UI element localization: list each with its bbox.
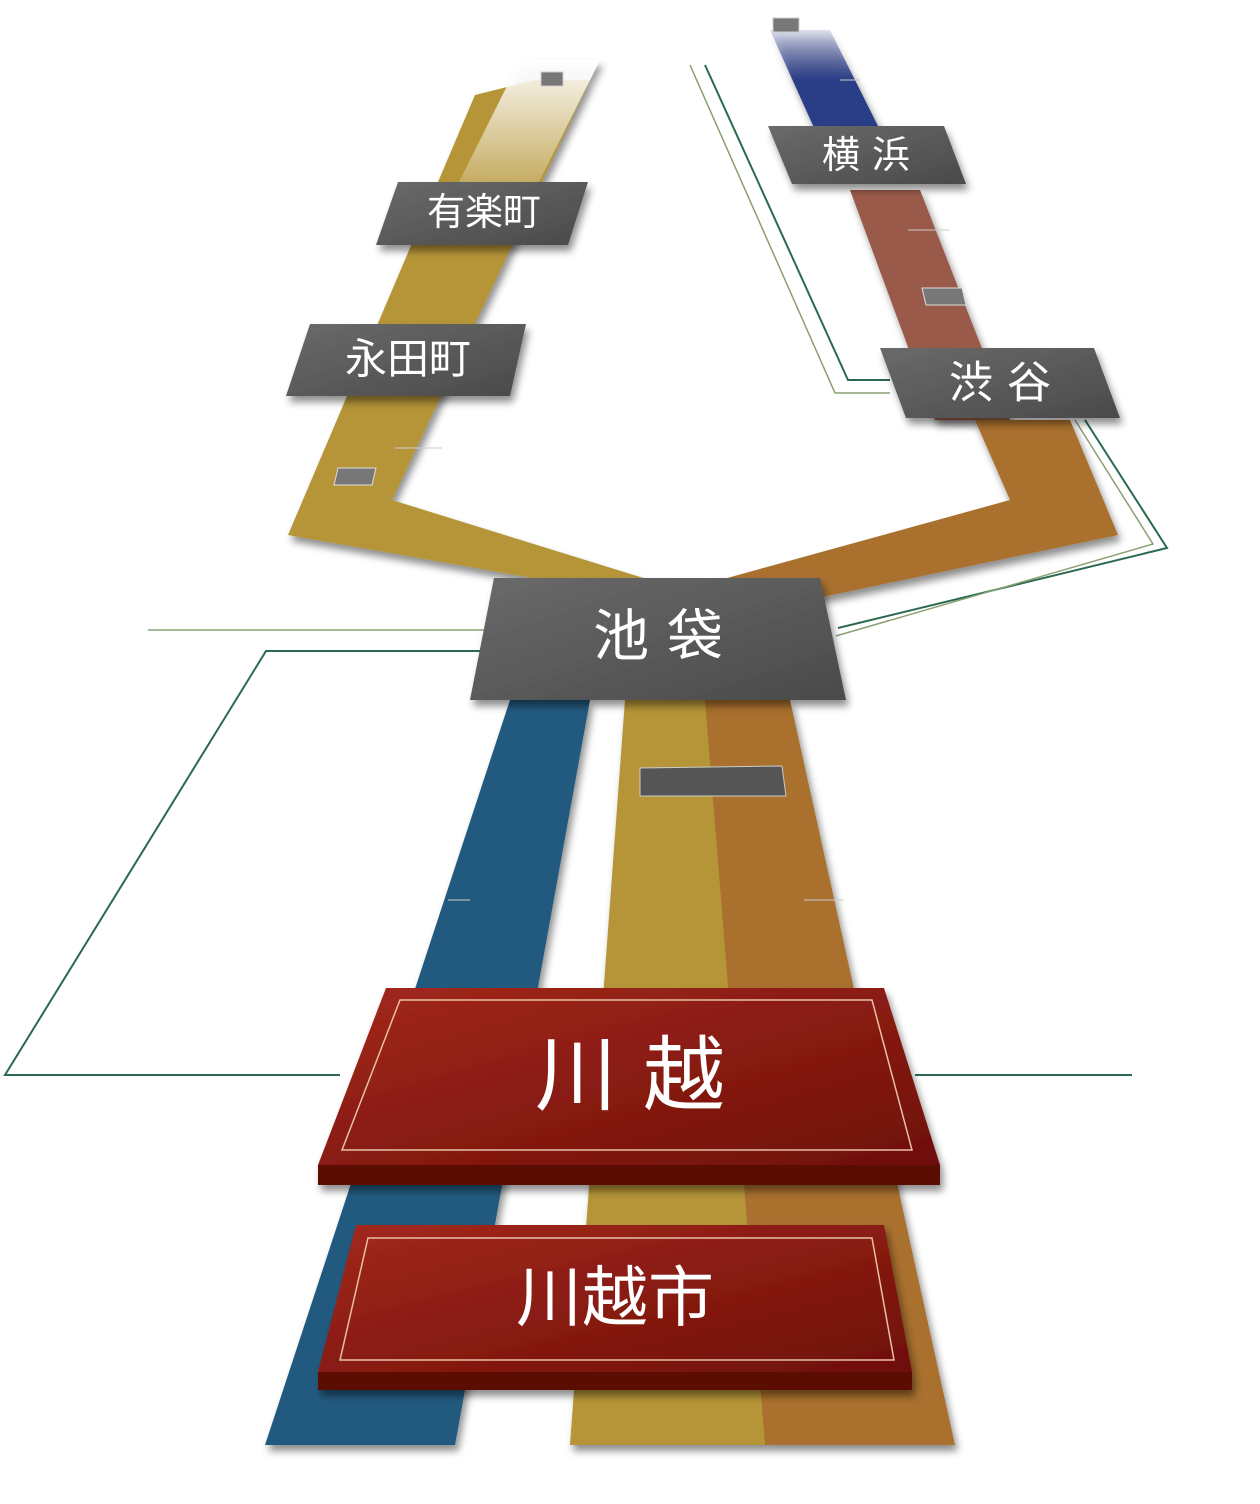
station-label-kawagoe: 川 越	[535, 1029, 725, 1124]
station-plate	[318, 988, 940, 1165]
station-nagatacho: 永田町	[286, 324, 526, 396]
marker-left-branch	[333, 467, 377, 486]
marker-top-right	[772, 17, 800, 33]
thin-line-left-dark	[3, 650, 480, 1076]
station-plate	[768, 126, 966, 184]
fukutoshin-line-upper	[720, 30, 1118, 610]
station-plate-inner-frame	[339, 1237, 895, 1361]
station-yurakucho: 有楽町	[376, 182, 588, 245]
station-plate	[470, 578, 846, 700]
station-label-ikebukuro: 池 袋	[593, 605, 723, 670]
marker-right-branch	[921, 287, 967, 306]
marker-top-left	[540, 71, 564, 87]
minatomirai-line-segment	[770, 30, 880, 130]
station-shibuya: 渋 谷	[880, 348, 1120, 418]
station-plate	[286, 324, 526, 396]
station-kawagoe: 川 越	[318, 988, 940, 1185]
station-plate-inner-frame	[340, 999, 913, 1151]
station-label-yurakucho: 有楽町	[427, 190, 541, 234]
yurakucho-line-fade	[440, 60, 600, 220]
station-ikebukuro: 池 袋	[470, 578, 846, 700]
station-label-nagatacho: 永田町	[345, 335, 471, 384]
thin-line-shibuya-right-light	[835, 419, 1155, 637]
station-label-shibuya: 渋 谷	[949, 358, 1051, 409]
station-plate	[318, 1225, 912, 1372]
station-kawagoe-city: 川越市	[318, 1225, 912, 1390]
marker-lower-middle	[639, 765, 787, 797]
station-label-kawagoe-city: 川越市	[516, 1260, 714, 1337]
station-plate-edge	[318, 1372, 912, 1390]
station-plate-edge	[318, 1165, 940, 1185]
fukutoshin-line-shibuya-ikebukuro	[720, 420, 1118, 610]
outline-lines	[3, 64, 1169, 1076]
thin-line-right-dark	[704, 64, 890, 381]
station-yokohama: 横 浜	[768, 126, 966, 184]
station-plate	[880, 348, 1120, 418]
small-markers	[333, 17, 967, 901]
thin-line-right-light	[689, 64, 890, 394]
station-plate	[376, 182, 588, 245]
thin-line-shibuya-right-dark	[837, 419, 1169, 629]
station-label-yokohama: 横 浜	[822, 133, 910, 177]
